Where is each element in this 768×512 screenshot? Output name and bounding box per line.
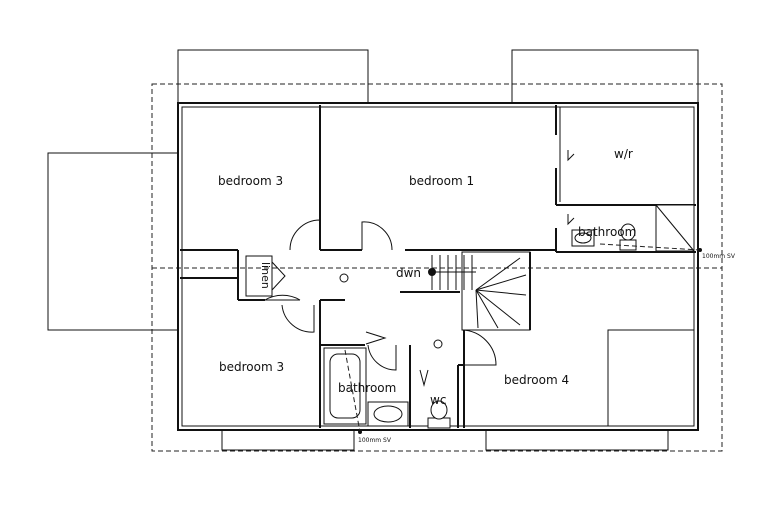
stair-label-down: dwn: [396, 266, 421, 280]
room-label-bedroom-3-top: bedroom 3: [218, 174, 283, 188]
roof-outline: [151, 83, 723, 452]
room-label-bedroom-4: bedroom 4: [504, 373, 569, 387]
staircase: [428, 255, 527, 329]
room-label-bedroom-1: bedroom 1: [409, 174, 474, 188]
svp-note-right: 100mm SV: [702, 253, 736, 260]
door-swings: [264, 150, 575, 387]
room-label-main-bathroom: bathroom: [338, 381, 396, 395]
room-label-ensuite-bathroom: bathroom: [578, 225, 636, 239]
svp-note-bottom: 100mm SV: [358, 437, 392, 444]
sanitary-fixtures: [323, 204, 702, 434]
room-label-wardrobe: w/r: [614, 147, 633, 161]
room-label-wc: wc: [430, 393, 446, 407]
room-label-bedroom-3-bottom: bedroom 3: [219, 360, 284, 374]
room-label-linen: linen: [259, 262, 272, 289]
